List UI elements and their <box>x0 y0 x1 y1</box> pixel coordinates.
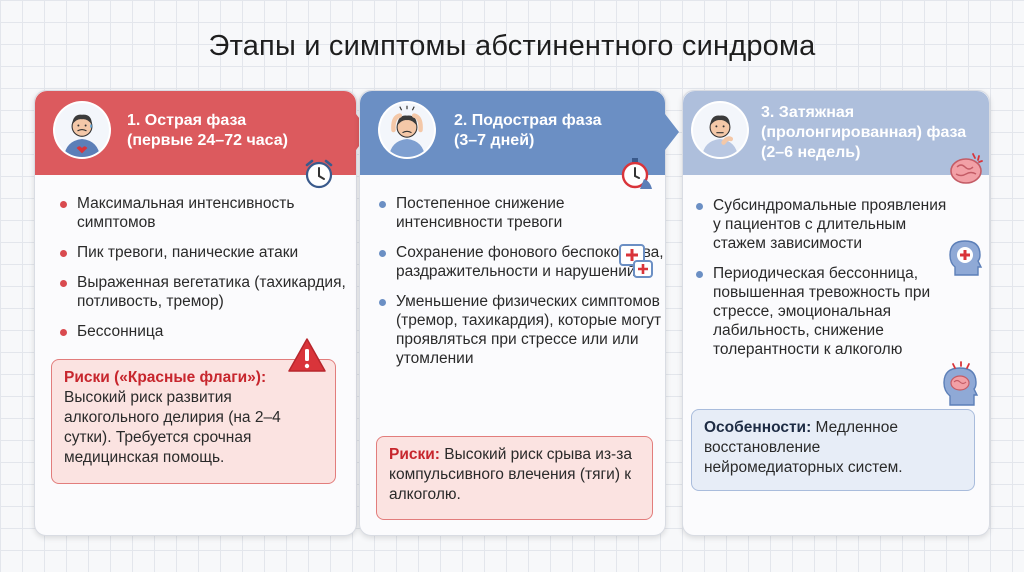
list-item: Выраженная вегетатика (тахикардия, потли… <box>57 273 357 311</box>
alarm-clock-icon <box>303 157 335 189</box>
brain-icon <box>947 151 985 187</box>
risk-box-acute: Риски («Красные флаги»): Высокий риск ра… <box>51 359 336 484</box>
risk-label: Риски: <box>389 446 440 463</box>
symptom-list-subacute: Постепенное снижение интенсивности трево… <box>376 194 666 379</box>
stressed-person-icon <box>378 101 436 159</box>
list-item: Сохранение фонового беспокойства, раздра… <box>376 243 666 281</box>
risk-box-subacute: Риски: Высокий риск срыва из-за компульс… <box>376 436 653 520</box>
features-text: Медленное восстановление нейромедиаторны… <box>704 419 903 476</box>
phase-duration-acute: (первые 24–72 часа) <box>127 132 288 149</box>
head-brain-icon <box>943 361 979 407</box>
phase-card-protracted: 3. Затяжная (пролонгированная) фаза (2–6… <box>682 90 990 536</box>
phase-header-protracted: 3. Затяжная (пролонгированная) фаза (2–6… <box>683 91 989 175</box>
warning-triangle-icon <box>287 337 327 373</box>
thoughtful-person-icon <box>691 101 749 159</box>
phase-header-subacute: 2. Подострая фаза (3–7 дней) <box>360 91 665 175</box>
risk-label: Риски («Красные флаги»): <box>64 369 267 386</box>
phase-title-protracted: 3. Затяжная <box>761 104 855 121</box>
distressed-person-icon <box>53 101 111 159</box>
stopwatch-icon <box>618 155 654 191</box>
phase-title-subacute: 2. Подострая фаза <box>454 112 602 129</box>
phase-arrow <box>665 114 679 150</box>
medical-kit-icon <box>618 241 654 279</box>
list-item: Пик тревоги, панические атаки <box>57 243 357 262</box>
symptom-list-protracted: Субсиндромальные проявления у пациентов … <box>693 196 948 370</box>
phase-card-acute: 1. Острая фаза (первые 24–72 часа) Макси… <box>34 90 357 536</box>
list-item: Периодическая бессонница, повышенная тре… <box>693 264 948 359</box>
phase-header-acute: 1. Острая фаза (первые 24–72 часа) <box>35 91 356 175</box>
list-item: Бессонница <box>57 322 357 341</box>
list-item: Субсиндромальные проявления у пациентов … <box>693 196 948 253</box>
risk-text: Высокий риск срыва из-за компульсивного … <box>389 446 632 503</box>
phase-duration-subacute: (3–7 дней) <box>454 132 535 149</box>
list-item: Максимальная интенсивность симптомов <box>57 194 357 232</box>
symptom-list-acute: Максимальная интенсивность симптомов Пик… <box>57 194 357 352</box>
list-item: Уменьшение физических симптомов (тремор,… <box>376 292 666 368</box>
page-title: Этапы и симптомы абстинентного синдрома <box>208 30 816 62</box>
phase-title-acute: 1. Острая фаза <box>127 112 247 129</box>
features-box-protracted: Особенности: Медленное восстановление не… <box>691 409 975 491</box>
risk-text: Высокий риск развития алкогольного делир… <box>64 389 281 466</box>
features-label: Особенности: <box>704 419 812 436</box>
phase-card-subacute: 2. Подострая фаза (3–7 дней) Постепенное… <box>359 90 666 536</box>
list-item: Постепенное снижение интенсивности трево… <box>376 194 666 232</box>
head-medical-cross-icon <box>949 239 983 277</box>
phase-subtitle-protracted: (пролонгированная) фаза <box>761 124 967 141</box>
phase-duration-protracted: (2–6 недель) <box>761 144 861 161</box>
